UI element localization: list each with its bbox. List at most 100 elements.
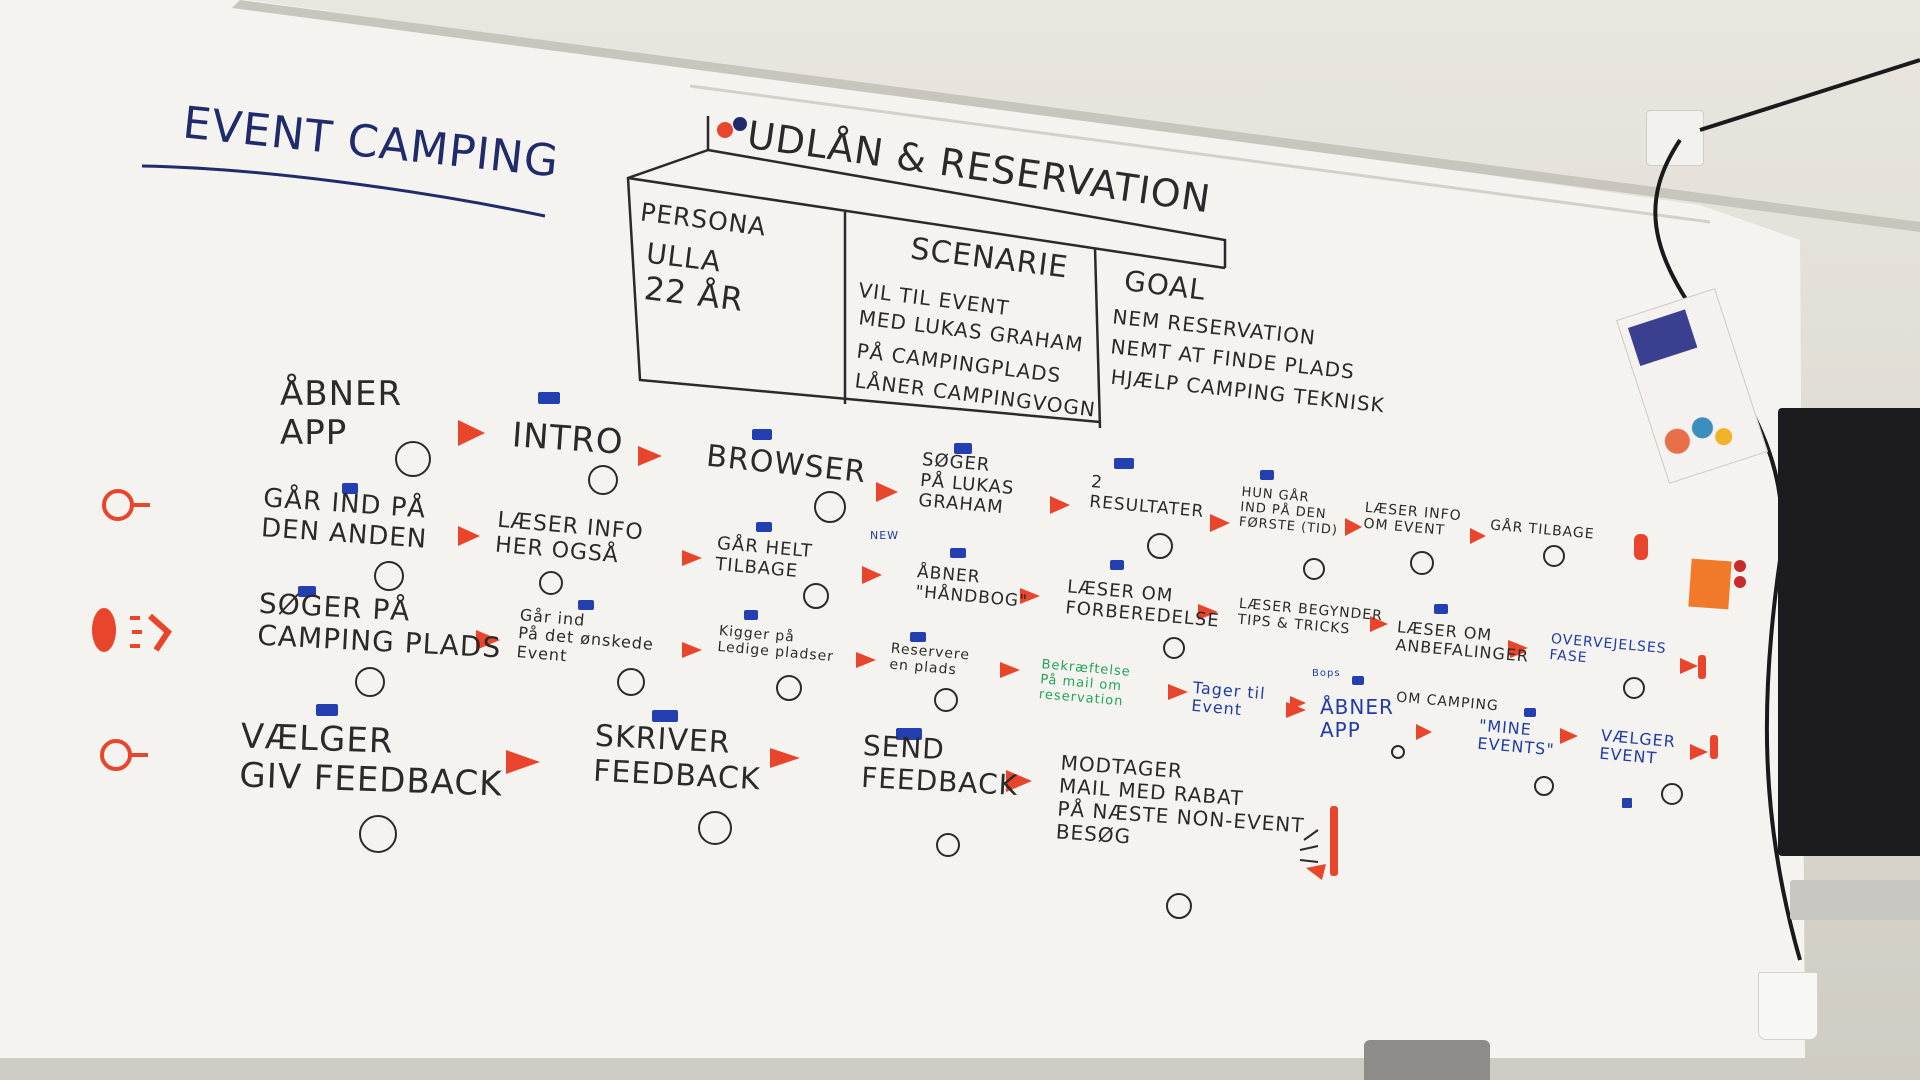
arrow: [1198, 604, 1218, 620]
power-cable-top: [1699, 58, 1920, 132]
monitor-mount: [1790, 880, 1920, 920]
smiley-icon: [374, 561, 404, 591]
rail-shadow: [689, 84, 1711, 224]
magnet: [298, 586, 316, 597]
smileys: [355, 441, 1683, 919]
board-rail: [232, 0, 1920, 232]
end-marker: [1698, 655, 1706, 679]
arrow: [1006, 770, 1032, 792]
step-text: "MINE EVENTS": [1476, 715, 1556, 760]
magnet-round: [733, 117, 747, 131]
arrow: [1370, 616, 1388, 632]
smiley-icon: [776, 675, 802, 701]
step-text: VÆLGER EVENT: [1598, 725, 1677, 769]
arrow: [1680, 658, 1698, 674]
magnet: [1260, 470, 1274, 480]
arrow: [1470, 528, 1486, 544]
smiley-icon: [355, 667, 385, 697]
smiley-icon: [1303, 558, 1325, 580]
megaphone-mark: [148, 613, 172, 652]
flow-arrows: [458, 420, 1708, 792]
poster-graphic: [1656, 400, 1739, 470]
arrow: [506, 750, 540, 774]
magnet: [896, 728, 922, 740]
step-text: SKRIVER FEEDBACK: [592, 718, 762, 797]
magnet: [1110, 560, 1124, 570]
step-text: Bekræftelse På mail om reservation: [1038, 657, 1132, 710]
marker-tray: [0, 1058, 1805, 1080]
step-text: Reservere en plads: [888, 640, 971, 679]
poster-band: [1627, 309, 1698, 367]
step-text: SEND FEEDBACK: [860, 728, 1019, 803]
end-marker: [1634, 534, 1648, 560]
smiley-icon: [359, 815, 397, 853]
arrow: [770, 748, 800, 768]
magnets: [298, 392, 1632, 808]
smiley-icon: [1391, 745, 1405, 759]
table-top-line: [627, 176, 1226, 270]
magnet: [1524, 708, 1536, 717]
magnet: [910, 632, 926, 642]
smiley-icon: [1534, 776, 1554, 796]
step-text: INTRO: [510, 415, 625, 463]
step-text: SØGER PÅ LUKAS GRAHAM: [917, 449, 1016, 519]
step-text: HUN GÅR IND PÅ DEN FØRSTE (TID): [1238, 484, 1339, 539]
magnet-round: [1734, 576, 1746, 588]
power-outlet: [1646, 110, 1704, 166]
smiley-icon: [539, 571, 563, 595]
arrow: [1210, 514, 1230, 532]
row-start-icons: [100, 489, 150, 771]
magnet-round: [1734, 560, 1746, 572]
magnet: [756, 522, 772, 532]
step-text: ÅBNER APP: [1320, 695, 1394, 742]
smiley-icon: [936, 833, 960, 857]
smiley-icon: [698, 811, 732, 845]
step-text: MODTAGER MAIL MED RABAT PÅ NÆSTE NON-EVE…: [1055, 750, 1306, 849]
arrow: [856, 652, 876, 668]
step-text: ÅBNER APP: [280, 374, 403, 454]
step-text: SØGER PÅ CAMPING PLADS: [256, 586, 503, 665]
title-underline: [141, 164, 546, 218]
megaphone-lines: [130, 616, 142, 648]
arrow: [862, 566, 882, 584]
arrow: [476, 630, 500, 650]
step-text: GÅR HELT TILBAGE: [714, 532, 814, 582]
magnet: [1114, 458, 1134, 469]
smiley-icon: [803, 583, 829, 609]
arrow: [1000, 662, 1020, 678]
magnet: [752, 429, 772, 440]
arrow: [1560, 728, 1578, 744]
wall-monitor: [1778, 408, 1920, 856]
magnet: [342, 483, 358, 494]
magnet: [950, 548, 966, 558]
end-marker: [1710, 735, 1718, 759]
smiley-icon: [1147, 533, 1173, 559]
arrow: [1690, 744, 1708, 760]
megaphone-icon: [92, 608, 116, 652]
tag-text: NEW: [870, 529, 900, 542]
smiley-icon: [617, 668, 645, 696]
doodle-flag: [1306, 864, 1326, 880]
whiteboard-eraser: [1364, 1040, 1490, 1080]
step-text: Går ind På det ønskede Event: [515, 605, 655, 666]
arrow: [1050, 496, 1070, 514]
arrow: [1345, 518, 1362, 536]
smiley-icon: [1623, 677, 1645, 699]
marker-cup: [1758, 972, 1818, 1040]
smiley-icon: [1163, 637, 1185, 659]
end-markers: [1330, 534, 1718, 876]
arrow: [1020, 588, 1040, 604]
step-text: Tager til Event: [1190, 677, 1267, 720]
doodle-lines: [1299, 829, 1319, 863]
arrow: [876, 482, 898, 502]
table-divider-2: [1093, 247, 1102, 429]
arrow: [1290, 696, 1306, 710]
sticky-note: [1688, 558, 1732, 610]
smiley-icon: [934, 688, 958, 712]
magnet-round: [717, 122, 733, 138]
magnet: [652, 710, 678, 722]
smiley-icon: [1543, 545, 1565, 567]
arrow: [458, 526, 480, 546]
power-cable: [1653, 138, 1802, 961]
arrow: [1168, 684, 1188, 700]
